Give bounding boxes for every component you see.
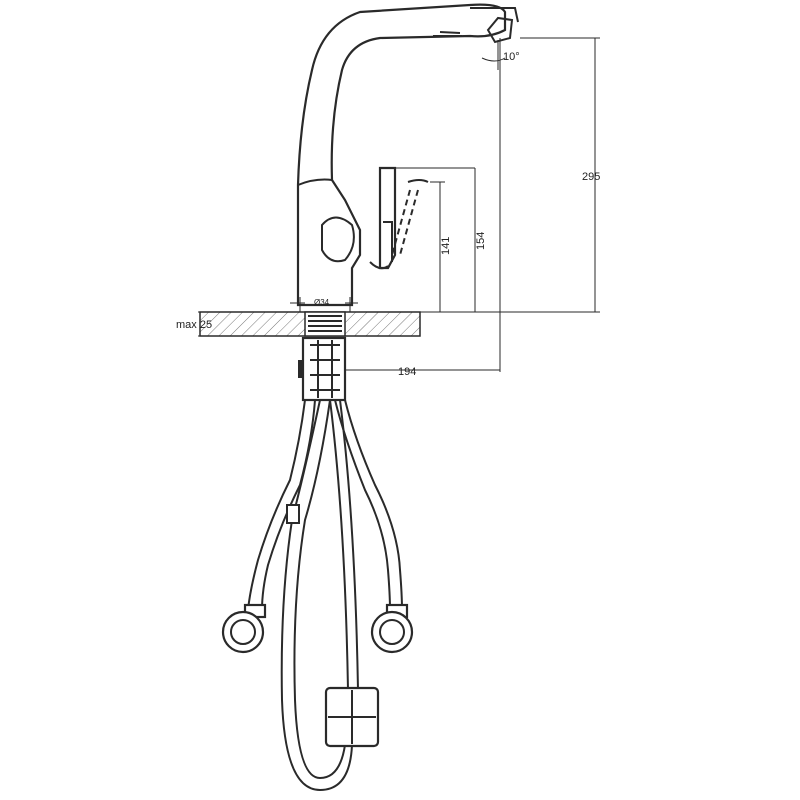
countertop (199, 311, 421, 337)
height-154-label: 154 (475, 232, 487, 250)
hoses (247, 399, 403, 792)
reach-194-label: 194 (398, 366, 416, 378)
shank-diameter-label: Ø34 (314, 298, 330, 307)
angle-label: 10° (503, 51, 520, 63)
faucet-body (296, 3, 519, 307)
height-295-label: 295 (582, 171, 600, 183)
right-valve (370, 603, 414, 654)
lever-handle (369, 166, 475, 270)
height-141-label: 141 (440, 237, 452, 255)
connector-block (298, 336, 347, 402)
base-marks (290, 297, 358, 312)
deck-thickness-label: max 25 (176, 319, 212, 331)
hose-weight (324, 686, 380, 748)
left-valve (221, 603, 267, 654)
dimension-lines (198, 37, 600, 372)
